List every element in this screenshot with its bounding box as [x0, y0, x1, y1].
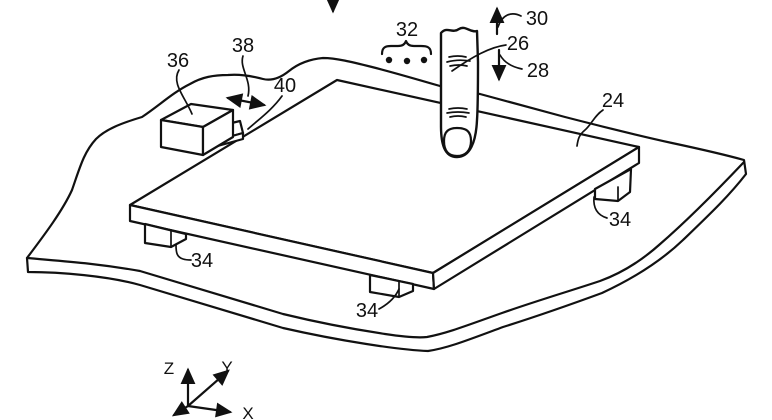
- axis-label-x: X: [242, 404, 253, 420]
- touch-surface-right-face: [431, 145, 641, 291]
- axis-back-arrow: [171, 401, 190, 417]
- axis-label-y: Y: [221, 358, 232, 377]
- leader-34-left: [175, 244, 192, 261]
- leader-lines: [175, 13, 608, 310]
- leader-38: [241, 55, 250, 97]
- ref-label-28: 28: [527, 60, 549, 82]
- axis-label-z: Z: [164, 359, 174, 378]
- ref-label-34-front: 34: [356, 300, 378, 322]
- support-foot-left: [143, 222, 188, 249]
- axis-x-arrow: [186, 402, 233, 418]
- contact-dots: [385, 56, 428, 65]
- ref-label-26: 26: [507, 33, 529, 55]
- ref-label-34-right: 34: [609, 209, 631, 231]
- ref-label-34-left: 34: [191, 250, 213, 272]
- fingernail: [442, 126, 473, 158]
- leader-40: [247, 95, 283, 130]
- leader-36: [175, 69, 193, 115]
- leader-24: [576, 109, 604, 147]
- brace-32: [380, 39, 433, 56]
- ref-label-32: 32: [396, 19, 418, 41]
- leader-34-front: [378, 288, 400, 310]
- ref-label-40: 40: [274, 75, 296, 97]
- axis-triad: Z Y X: [164, 358, 254, 420]
- axis-y-arrow: [186, 369, 230, 408]
- support-foot-front: [368, 273, 415, 299]
- leader-34-right: [593, 196, 608, 219]
- ref-label-24: 24: [602, 90, 624, 112]
- leader-26: [451, 44, 507, 72]
- finger-creases-lower: [446, 107, 470, 118]
- leader-28: [499, 54, 523, 70]
- finger: [439, 26, 480, 159]
- actuator-right-face: [201, 108, 235, 157]
- support-foot-right: [593, 167, 633, 203]
- support-feet: [143, 167, 633, 299]
- finger-outline: [439, 26, 480, 159]
- ref-label-30: 30: [526, 8, 548, 30]
- base-front-edge: [25, 160, 746, 339]
- ref-label-36: 36: [167, 50, 189, 72]
- lateral-double-arrow: [225, 93, 267, 110]
- touch-surface: [128, 78, 641, 291]
- ref-label-38: 38: [232, 35, 254, 57]
- leader-30: [497, 13, 522, 28]
- actuator-box: [159, 102, 245, 157]
